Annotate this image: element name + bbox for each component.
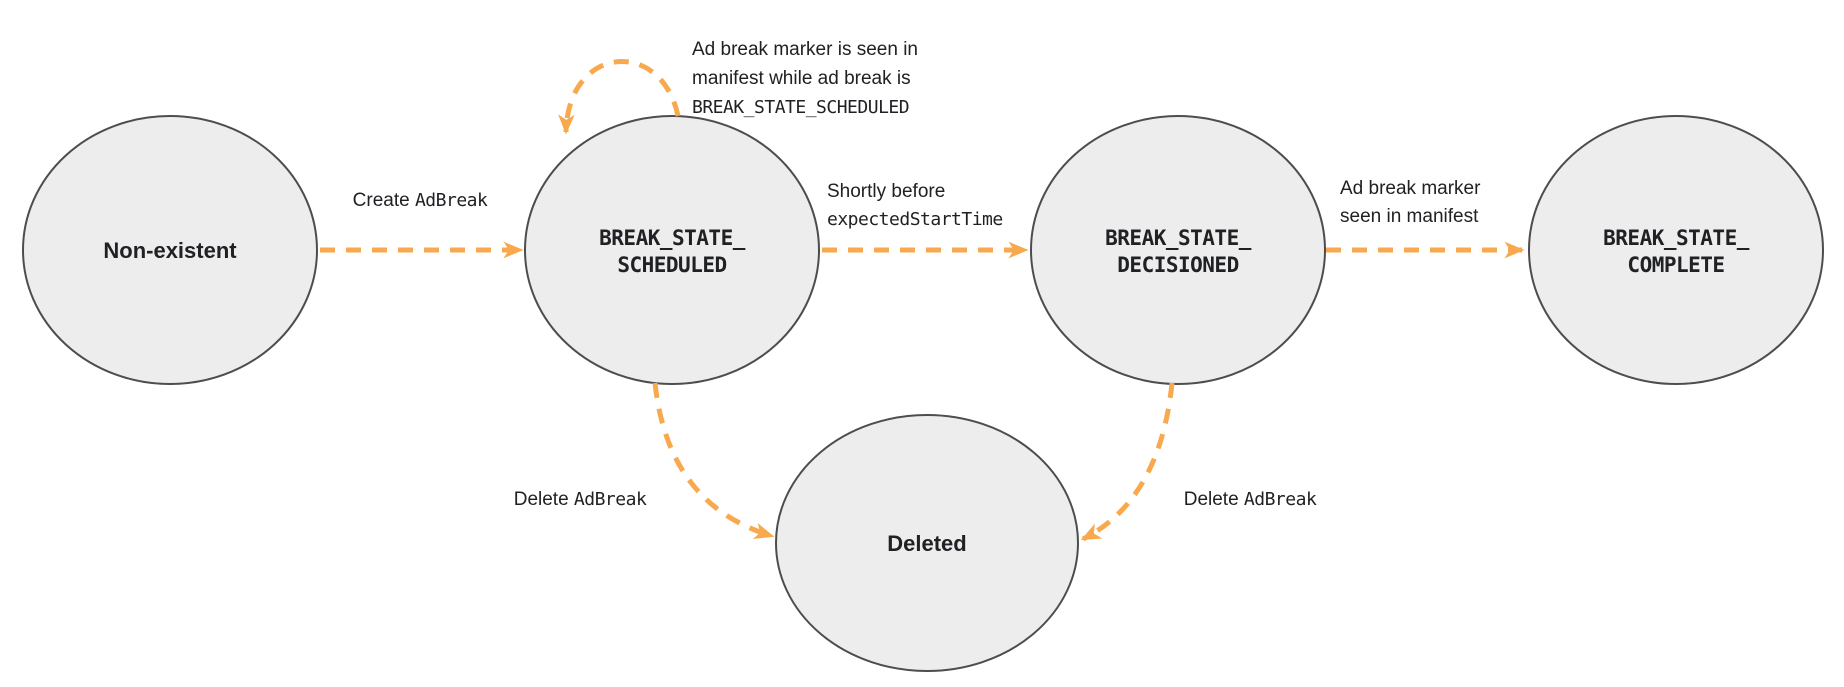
transition-label-text: Delete — [1184, 489, 1244, 510]
state-label-deleted: Deleted — [887, 531, 966, 556]
transition-delete-adbreak-from-scheduled — [652, 382, 775, 539]
transition-label-text: AdBreak — [574, 489, 647, 510]
transition-label-ad-break-marker-seen-in-manifest: Ad break marker seen in manifest — [1340, 178, 1481, 227]
state-label-non-existent: Non-existent — [103, 238, 237, 263]
state-label-text: BREAK_STATE_ — [1603, 226, 1750, 250]
transition-label-text: Create — [353, 190, 415, 211]
transition-label-marker-seen-while-scheduled: Ad break marker is seen in manifest while… — [692, 39, 918, 118]
transition-label-text: Ad break marker is seen in — [692, 39, 918, 60]
state-label-text: SCHEDULED — [617, 253, 726, 277]
state-break-state-decisioned — [1030, 115, 1326, 385]
state-label-text: Deleted — [887, 531, 966, 556]
state-break-state-complete — [1528, 115, 1824, 385]
transition-label-delete-adbreak-from-decisioned: Delete AdBreak — [1184, 489, 1317, 510]
transition-delete-adbreak-from-decisioned — [1080, 382, 1175, 542]
state-label-break-state-scheduled: BREAK_STATE_ SCHEDULED — [599, 226, 746, 277]
state-label-text: BREAK_STATE_ — [599, 226, 746, 250]
state-deleted — [775, 414, 1079, 672]
transition-label-text: BREAK_STATE_SCHEDULED — [692, 97, 909, 118]
transition-label-shortly-before-expected-start-time: Shortly before expectedStartTime — [827, 181, 1003, 230]
state-label-text: COMPLETE — [1627, 253, 1724, 277]
state-label-break-state-complete: BREAK_STATE_ COMPLETE — [1603, 226, 1750, 277]
transition-label-text: Ad break marker — [1340, 178, 1481, 199]
transition-label-text: Delete — [514, 489, 574, 510]
transition-label-text: seen in manifest — [1340, 206, 1479, 227]
state-label-text: Non-existent — [103, 238, 237, 263]
transition-label-text: AdBreak — [415, 190, 488, 211]
transition-label-text: manifest while ad break is — [692, 68, 911, 89]
state-break-state-scheduled — [524, 115, 820, 385]
transition-label-text: AdBreak — [1244, 489, 1317, 510]
transition-label-text: Shortly before — [827, 181, 945, 202]
state-non-existent — [22, 115, 318, 385]
transition-label-delete-adbreak-from-scheduled: Delete AdBreak — [514, 489, 647, 510]
transition-label-text: expectedStartTime — [827, 209, 1003, 230]
state-label-break-state-decisioned: BREAK_STATE_ DECISIONED — [1105, 226, 1252, 277]
state-label-text: BREAK_STATE_ — [1105, 226, 1252, 250]
transition-label-create-adbreak: Create AdBreak — [353, 190, 488, 211]
state-label-text: DECISIONED — [1117, 253, 1238, 277]
transition-marker-seen-while-scheduled — [558, 58, 681, 135]
